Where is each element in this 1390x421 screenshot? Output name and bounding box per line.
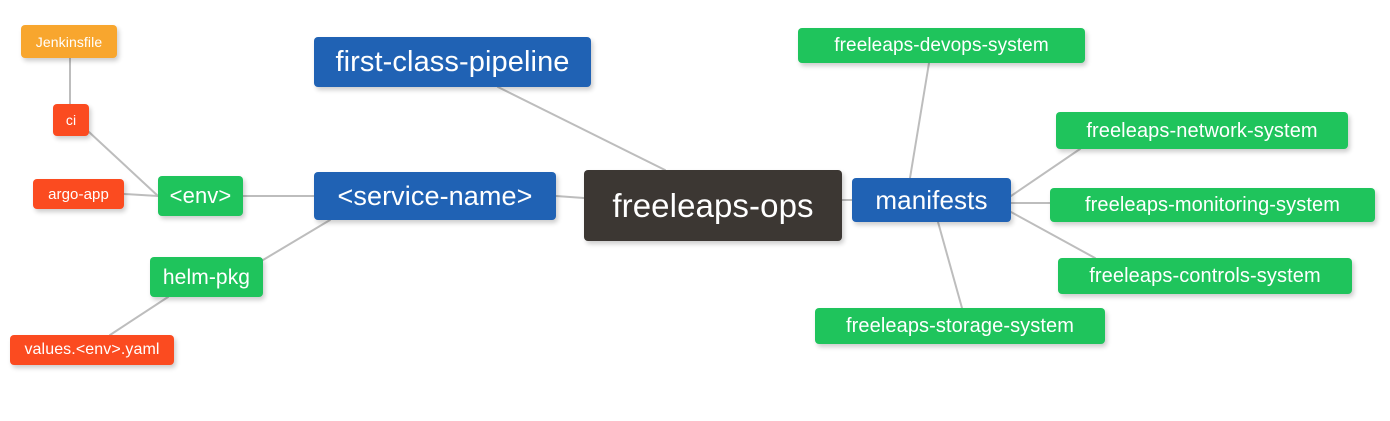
node-label-freeleaps-monitoring-system: freeleaps-monitoring-system (1084, 194, 1340, 216)
node-first-class-pipeline[interactable]: first-class-pipeline (314, 37, 591, 87)
node-argo-app[interactable]: argo-app (33, 179, 124, 209)
node-label-values-yaml: values.<env>.yaml (24, 341, 160, 358)
node-label-freeleaps-storage-system: freeleaps-storage-system (845, 315, 1075, 337)
node-freeleaps-monitoring-system[interactable]: freeleaps-monitoring-system (1050, 188, 1375, 222)
node-service-name[interactable]: <service-name> (314, 172, 556, 220)
node-env[interactable]: <env> (158, 176, 243, 216)
node-label-env: <env> (169, 183, 232, 208)
node-ci[interactable]: ci (53, 104, 89, 136)
node-label-freeleaps-controls-system: freeleaps-controls-system (1089, 265, 1321, 287)
node-label-freeleaps-devops-system: freeleaps-devops-system (834, 35, 1049, 56)
node-label-freeleaps-ops: freeleaps-ops (612, 187, 814, 224)
node-freeleaps-network-system[interactable]: freeleaps-network-system (1056, 112, 1348, 149)
node-manifests[interactable]: manifests (852, 178, 1011, 222)
node-label-argo-app: argo-app (48, 185, 109, 203)
node-helm-pkg[interactable]: helm-pkg (150, 257, 263, 297)
node-freeleaps-ops[interactable]: freeleaps-ops (584, 170, 842, 241)
node-freeleaps-storage-system[interactable]: freeleaps-storage-system (815, 308, 1105, 344)
node-label-helm-pkg: helm-pkg (162, 265, 251, 289)
node-jenkinsfile[interactable]: Jenkinsfile (21, 25, 117, 58)
node-label-ci: ci (65, 112, 77, 128)
node-label-service-name: <service-name> (337, 180, 533, 211)
node-label-first-class-pipeline: first-class-pipeline (335, 45, 570, 78)
node-label-manifests: manifests (875, 185, 988, 215)
node-freeleaps-devops-system[interactable]: freeleaps-devops-system (798, 28, 1085, 63)
node-freeleaps-controls-system[interactable]: freeleaps-controls-system (1058, 258, 1352, 294)
node-label-jenkinsfile: Jenkinsfile (35, 33, 103, 50)
node-values-yaml[interactable]: values.<env>.yaml (10, 335, 174, 365)
node-label-freeleaps-network-system: freeleaps-network-system (1086, 119, 1318, 142)
